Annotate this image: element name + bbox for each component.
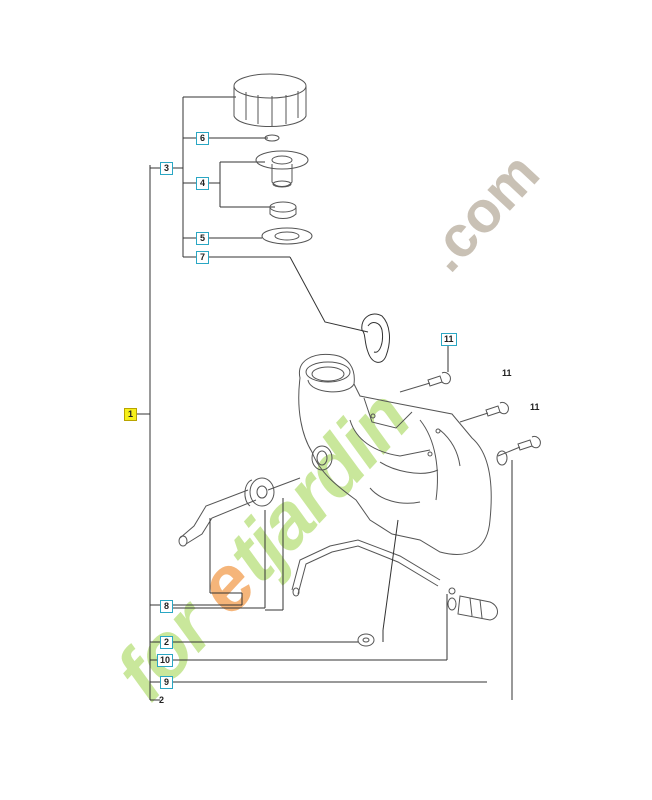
callout-10: 10 bbox=[157, 654, 174, 667]
callout-7: 7 bbox=[196, 251, 209, 264]
callout-11-right-b: 11 bbox=[530, 402, 540, 412]
callout-6: 6 bbox=[196, 132, 209, 145]
callout-11-right-a: 11 bbox=[502, 368, 512, 378]
fuel-cap-part bbox=[233, 73, 307, 127]
callout-11-boxed: 11 bbox=[441, 333, 457, 346]
fuel-tank-part bbox=[298, 353, 492, 555]
callout-2: 2 bbox=[160, 636, 173, 649]
callout-1: 1 bbox=[124, 408, 137, 421]
callout-4: 4 bbox=[196, 177, 209, 190]
callout-5: 5 bbox=[196, 232, 209, 245]
callout-2-bottom: 2 bbox=[159, 695, 165, 705]
callout-8: 8 bbox=[160, 600, 173, 613]
callout-9: 9 bbox=[160, 676, 173, 689]
callout-3: 3 bbox=[160, 162, 173, 175]
